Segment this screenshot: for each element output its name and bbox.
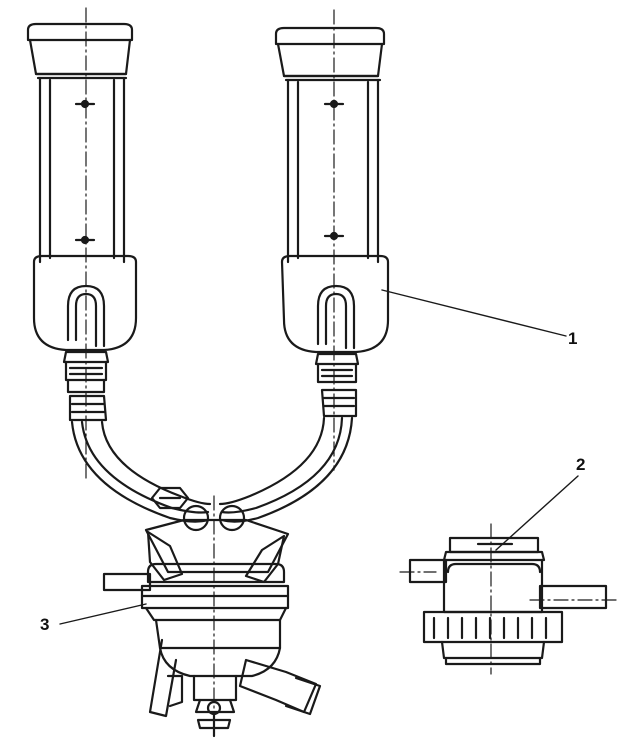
right-teat-cup <box>274 26 390 418</box>
callout-label-3: 3 <box>40 615 49 634</box>
claw <box>102 486 322 738</box>
center-lines <box>85 7 621 737</box>
callout-label-2: 2 <box>576 455 585 474</box>
milk-tubes <box>70 416 354 532</box>
callout-1: 1 <box>381 289 577 348</box>
callout-2: 2 <box>495 455 585 551</box>
callout-label-1: 1 <box>568 329 577 348</box>
detail-part-2 <box>408 536 608 666</box>
left-teat-cup <box>26 22 138 422</box>
callout-3: 3 <box>40 603 147 634</box>
